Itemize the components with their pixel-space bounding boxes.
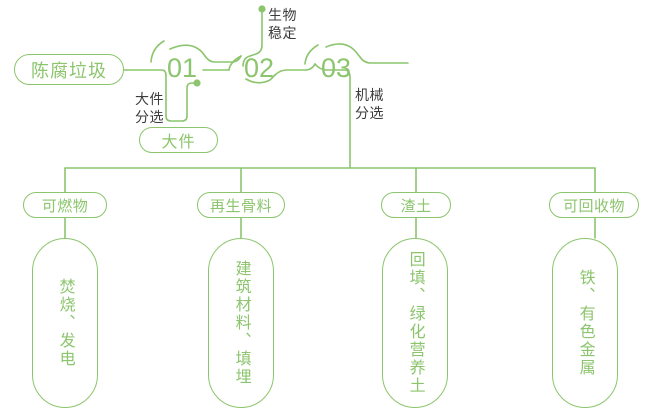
stage-03-annotation: 机械 分选 [355,87,384,122]
node-category-3[interactable]: 可回收物 [549,192,639,218]
stage-01-annotation: 大件 分选 [135,91,164,126]
arc-stage2-left [228,55,242,71]
link-stage1-to-bulky [165,82,197,122]
stage-number-02[interactable]: 02 [244,53,275,83]
arc-stage1-top [169,44,206,57]
node-root-input-label: 陈腐垃圾 [31,60,107,81]
stage-number-01[interactable]: 01 [167,53,198,83]
node-destination-1-label: 建筑材料、填埋 [232,260,250,386]
link-root-to-stage1 [123,69,167,87]
node-destination-3[interactable]: 铁、有色金属 [552,238,618,408]
node-destination-0-label: 焚烧、发电 [56,278,74,368]
node-category-2[interactable]: 渣土 [381,192,451,218]
bulky-endpoint-dot [193,79,201,87]
node-root-input[interactable]: 陈腐垃圾 [14,54,124,85]
link-stage3-tail [359,56,409,64]
bio-stability-endpoint-dot [258,5,266,13]
arc-stage3-left [304,44,319,65]
node-destination-1[interactable]: 建筑材料、填埋 [208,238,274,408]
arc-stage1-bottom [150,40,165,63]
link-stage1-to-stage2 [204,55,242,63]
node-destination-3-label: 铁、有色金属 [576,269,594,377]
node-category-0-label: 可燃物 [41,197,89,215]
arc-stage3-top [325,43,361,58]
node-bulky-output[interactable]: 大件 [139,127,218,153]
node-destination-2-label: 回填、绿化营养土 [406,251,424,395]
arc-stage2-bottom [245,74,276,84]
stage-02-annotation: 生物 稳定 [268,7,297,42]
node-destination-2[interactable]: 回填、绿化营养土 [382,238,448,408]
node-bulky-output-label: 大件 [161,134,196,151]
link-stage3-to-bus [314,63,351,169]
stage-number-03[interactable]: 03 [321,53,352,83]
node-category-1[interactable]: 再生骨料 [197,192,285,218]
node-destination-0[interactable]: 焚烧、发电 [32,238,98,408]
link-stage2-to-bio [242,11,263,67]
node-category-2-label: 渣土 [400,197,432,215]
node-category-0[interactable]: 可燃物 [23,192,107,218]
node-category-1-label: 再生骨料 [209,197,272,215]
node-category-3-label: 可回收物 [562,197,625,215]
link-stage2-to-stage3 [274,63,316,76]
